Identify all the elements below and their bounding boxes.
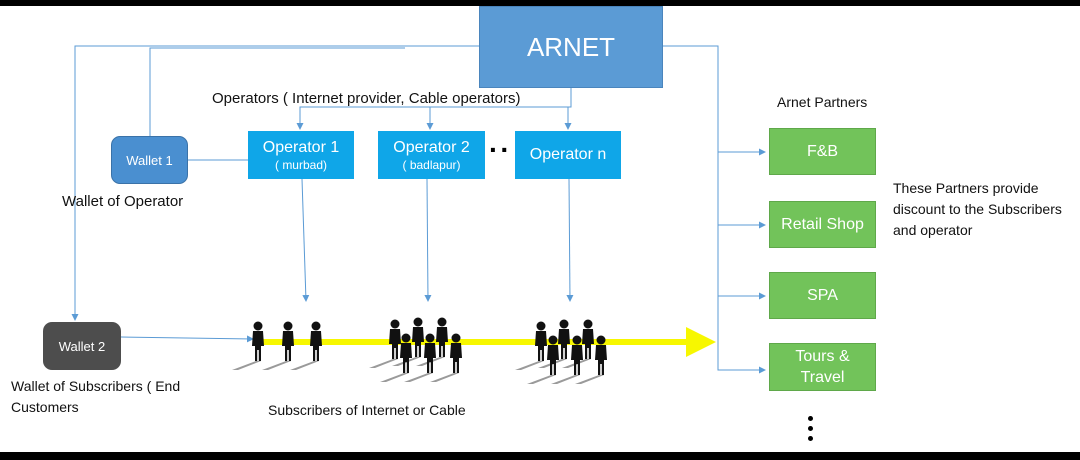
operators-heading: Operators ( Internet provider, Cable ope…: [212, 90, 521, 107]
partner-spa-label: SPA: [807, 287, 838, 304]
partner-retail-shop-label: Retail Shop: [781, 216, 864, 233]
operators-ellipsis: ··: [489, 134, 512, 165]
partner-fnb-label: F&B: [806, 143, 839, 160]
wallet-1-caption: Wallet of Operator: [62, 193, 184, 210]
operator-2-name: Operator 2: [393, 139, 470, 156]
arnet-node[interactable]: ARNET: [479, 6, 663, 88]
wallet-1-node[interactable]: Wallet 1: [111, 136, 188, 184]
partner-spa[interactable]: SPA: [769, 272, 876, 319]
people-group-2: [369, 317, 462, 382]
operator-1-location: ( murbad): [274, 158, 327, 172]
wallet-1-label: Wallet 1: [126, 152, 173, 168]
people-group-1: [232, 321, 322, 370]
operator-2-location: ( badlapur): [402, 158, 461, 172]
partner-tours-travel[interactable]: Tours & Travel: [769, 343, 876, 391]
partners-heading: Arnet Partners: [777, 94, 868, 110]
wallet-2-caption: Wallet of Subscribers ( End Customers: [11, 378, 181, 415]
wallet-2-node[interactable]: Wallet 2: [43, 322, 121, 370]
partner-retail-shop[interactable]: Retail Shop: [769, 201, 876, 248]
operator-2-node[interactable]: Operator 2 ( badlapur): [378, 131, 485, 179]
operator-1-name: Operator 1: [262, 139, 340, 156]
partners-note: These Partners provide discount to the S…: [893, 180, 1062, 238]
arnet-title: ARNET: [526, 31, 616, 62]
partner-tours-travel-label: Tours & Travel: [795, 348, 850, 386]
partner-fnb[interactable]: F&B: [769, 128, 876, 175]
operator-n-node[interactable]: Operator n: [515, 131, 621, 179]
wallet-2-label: Wallet 2: [58, 338, 106, 354]
connector-lines: [71, 45, 766, 384]
operator-n-name: Operator n: [529, 146, 607, 163]
diagram-canvas: ARNET Operators ( Internet provider, Cab…: [0, 6, 1080, 452]
people-group-3: [515, 319, 607, 384]
partners-more-ellipsis: [808, 416, 816, 446]
subscribers-caption: Subscribers of Internet or Cable: [268, 402, 466, 418]
operator-1-node[interactable]: Operator 1 ( murbad): [248, 131, 354, 179]
